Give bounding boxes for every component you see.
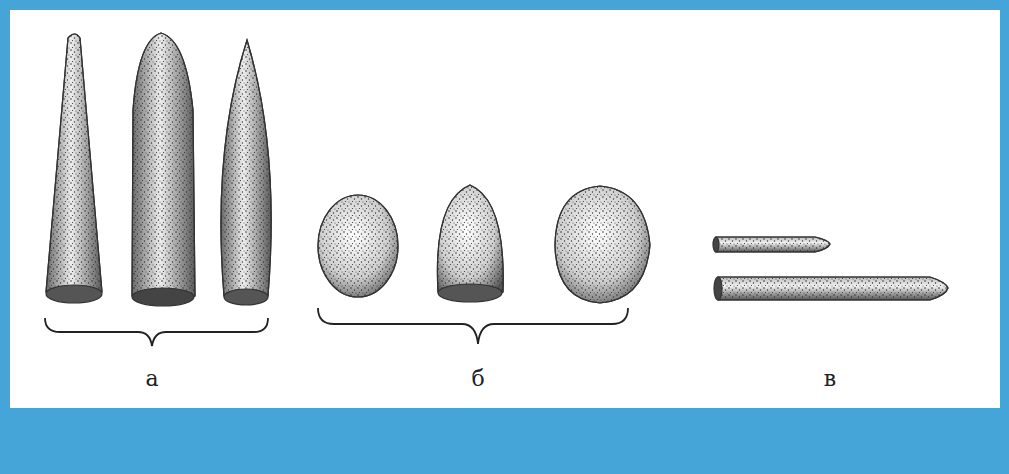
group-letter: в (824, 368, 836, 390)
group-letter: б (471, 368, 484, 390)
group-letter: а (145, 368, 158, 390)
